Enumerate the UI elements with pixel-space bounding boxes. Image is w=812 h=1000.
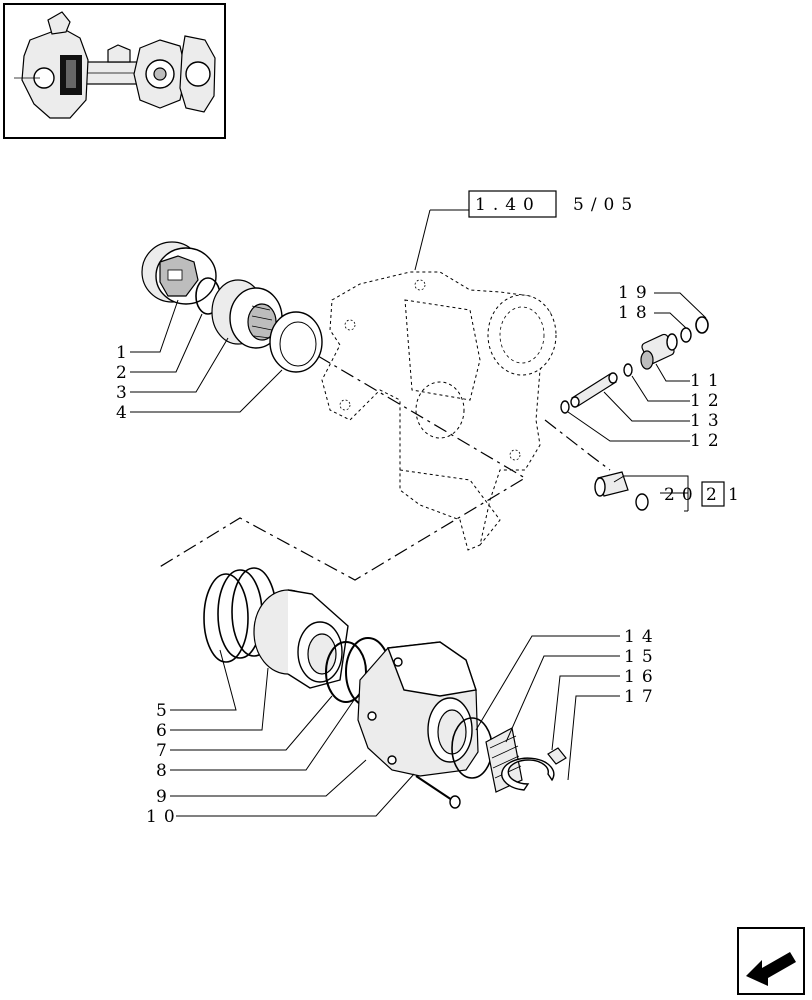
callout-6: 6	[156, 721, 174, 741]
part-13-pin[interactable]	[570, 372, 618, 408]
callout-18: 18	[618, 303, 654, 323]
part-3-bearing-hub[interactable]	[211, 279, 283, 349]
part-1-coupling[interactable]	[141, 241, 217, 305]
callout-14: 14	[624, 627, 660, 647]
part-12-o-ring-upper[interactable]	[623, 363, 633, 377]
callout-8: 8	[156, 761, 174, 781]
part-9-cover-housing[interactable]	[357, 641, 479, 777]
callout-leaders-right	[567, 292, 707, 512]
callout-15: 15	[624, 647, 660, 667]
reference-label: 1.40 5/05	[414, 190, 639, 271]
callout-12-upper: 12	[690, 391, 726, 411]
part-7-o-ring[interactable]	[325, 641, 367, 703]
callout-5: 5	[156, 701, 174, 721]
callout-leaders-lower	[170, 635, 620, 817]
previous-page-arrow-icon[interactable]	[737, 927, 805, 995]
callout-7: 7	[156, 741, 174, 761]
callout-17: 17	[624, 687, 660, 707]
part-4-thrust-washer[interactable]	[269, 311, 323, 373]
callout-11: 11	[690, 371, 726, 391]
axle-assembly-thumbnail[interactable]	[3, 3, 226, 139]
part-6-bearing-cup[interactable]	[253, 589, 349, 689]
callout-1: 1	[116, 343, 134, 363]
part-19-circlip[interactable]	[695, 316, 709, 334]
callout-16: 16	[624, 667, 660, 687]
subreference-label: 20 2 1	[664, 481, 746, 507]
callout-19: 19	[618, 283, 654, 303]
subref-prefix: 20	[664, 485, 700, 505]
assembly-center-line	[157, 355, 527, 581]
callout-12-lower: 12	[690, 431, 726, 451]
reference-boxed-text: 1.40	[475, 195, 541, 215]
reference-suffix-text: 5/05	[573, 195, 639, 215]
callout-13: 13	[690, 411, 726, 431]
pin-center-line	[544, 419, 611, 471]
part-15-splined-shaft[interactable]	[485, 727, 523, 793]
callout-9: 9	[156, 787, 174, 807]
axle-housing	[321, 271, 557, 551]
callout-2: 2	[116, 363, 134, 383]
part-12-o-ring-lower[interactable]	[560, 400, 570, 414]
part-17-retainer[interactable]	[547, 747, 567, 765]
part-16-snap-ring[interactable]	[501, 757, 555, 791]
callout-leaders-upper-left	[130, 299, 283, 413]
part-10-bolt[interactable]	[415, 775, 461, 809]
part-11-plug[interactable]	[640, 333, 678, 370]
callout-3: 3	[116, 383, 134, 403]
subref-suffix: 1	[728, 485, 746, 505]
part-18-o-ring[interactable]	[680, 327, 692, 343]
callout-4: 4	[116, 403, 134, 423]
callout-10: 10	[146, 807, 182, 827]
subref-boxed: 2	[706, 485, 724, 505]
